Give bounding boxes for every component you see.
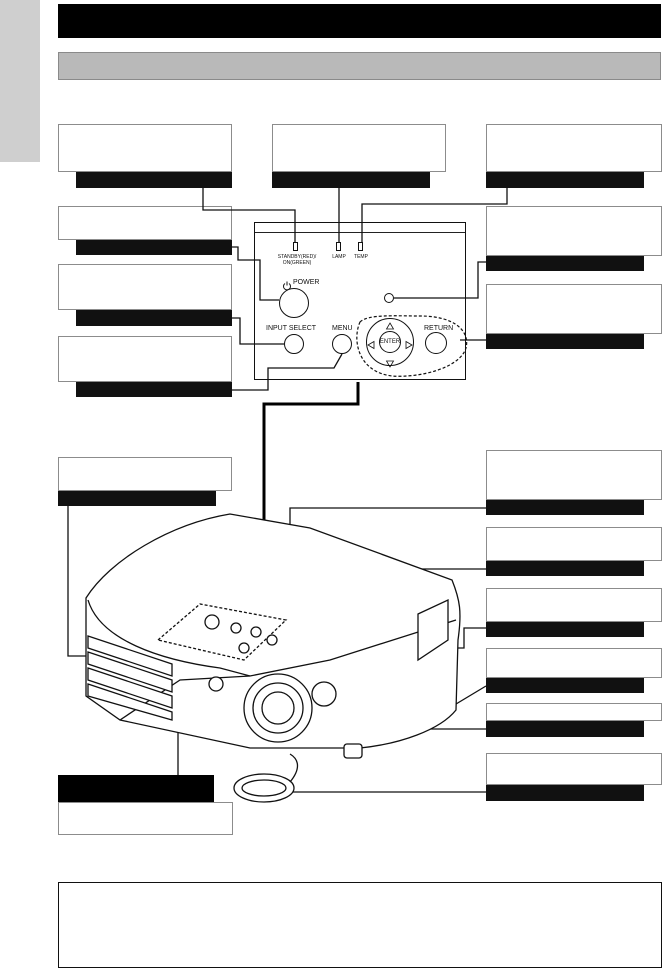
power-button[interactable] (279, 288, 309, 318)
enter-button[interactable] (379, 331, 401, 353)
remote-sensor (384, 293, 394, 303)
callout-label-exhaust-vent (486, 622, 644, 637)
arrow-pad-highlight (356, 315, 468, 377)
menu-button[interactable] (332, 334, 352, 354)
leader-standby (202, 188, 296, 242)
callout-box-lens-cap (486, 753, 662, 785)
section-side-tab (0, 0, 40, 162)
callout-label-remote-receiver (58, 775, 214, 802)
projector-body (85, 513, 461, 749)
callout-box-intake-vent (58, 457, 232, 491)
leader-remote-sensor (394, 261, 486, 299)
callout-box-power-button (58, 264, 232, 310)
lamp-indicator-text: LAMP (332, 254, 346, 260)
input-select-label: INPUT SELECT (266, 325, 317, 332)
callout-box-lamp-indicator (272, 124, 446, 172)
arrow-down-icon[interactable] (385, 356, 395, 368)
menu-label: MENU (332, 325, 353, 332)
callout-box-lens-shift (486, 648, 662, 678)
callout-label-power-indicator (76, 240, 232, 255)
callout-box-input-select (58, 336, 232, 382)
lamp-indicator-led (336, 242, 341, 251)
control-panel-divider (255, 232, 465, 233)
power-button-label: POWER (293, 279, 320, 286)
callout-label-remote-sensor (486, 256, 644, 271)
standby-indicator-led (293, 242, 298, 251)
callout-box-lens (486, 703, 662, 721)
return-label: RETURN (424, 325, 454, 332)
callout-label-lens-shift (486, 678, 644, 693)
callout-label-power-button (76, 310, 232, 326)
leader-intake (67, 506, 86, 657)
standby-indicator-text: STANDBY(RED)/ (277, 254, 317, 260)
callout-box-return-button (486, 284, 662, 334)
callout-label-lamp-indicator (272, 172, 430, 188)
page-title-bar (58, 4, 661, 38)
callout-box-temp-indicator (486, 124, 662, 172)
arrow-up-icon[interactable] (385, 318, 395, 330)
callout-box-focus-ring (486, 527, 662, 561)
leader-power-indicator (232, 246, 279, 301)
input-select-button[interactable] (284, 334, 304, 354)
callout-box-exhaust-vent (486, 588, 662, 622)
panel-connector (262, 382, 360, 620)
callout-box-power-indicator (58, 206, 232, 240)
leader-menu (232, 353, 343, 391)
callout-label-temp-indicator (486, 172, 644, 188)
callout-label-input-select (76, 382, 232, 397)
temp-indicator-led (358, 242, 363, 251)
standby-indicator-text-2: ON(GREEN) (282, 260, 312, 266)
callout-box-zoom-lever (486, 450, 662, 500)
temp-indicator-text: TEMP (354, 254, 368, 260)
return-button[interactable] (425, 332, 447, 354)
callout-label-standby-indicator (76, 172, 232, 188)
note-box (58, 882, 662, 968)
callout-label-intake-vent (58, 491, 216, 506)
arrow-left-icon[interactable] (366, 337, 376, 350)
callout-label-lens (486, 721, 644, 737)
callout-box-remote-receiver (58, 802, 233, 835)
leader-power-button (232, 317, 284, 345)
callout-label-zoom-lever (486, 500, 644, 515)
callout-label-return-button (486, 334, 644, 349)
callout-box-standby-indicator (58, 124, 232, 172)
projector-top-edge (87, 599, 457, 677)
enter-label: ENTER (379, 339, 401, 345)
callout-label-lens-cap (486, 785, 644, 801)
arrow-right-icon[interactable] (404, 337, 414, 350)
callout-box-remote-sensor (486, 206, 662, 256)
callout-label-focus-ring (486, 561, 644, 576)
leader-temp (361, 188, 508, 242)
section-subtitle-bar (58, 52, 661, 80)
